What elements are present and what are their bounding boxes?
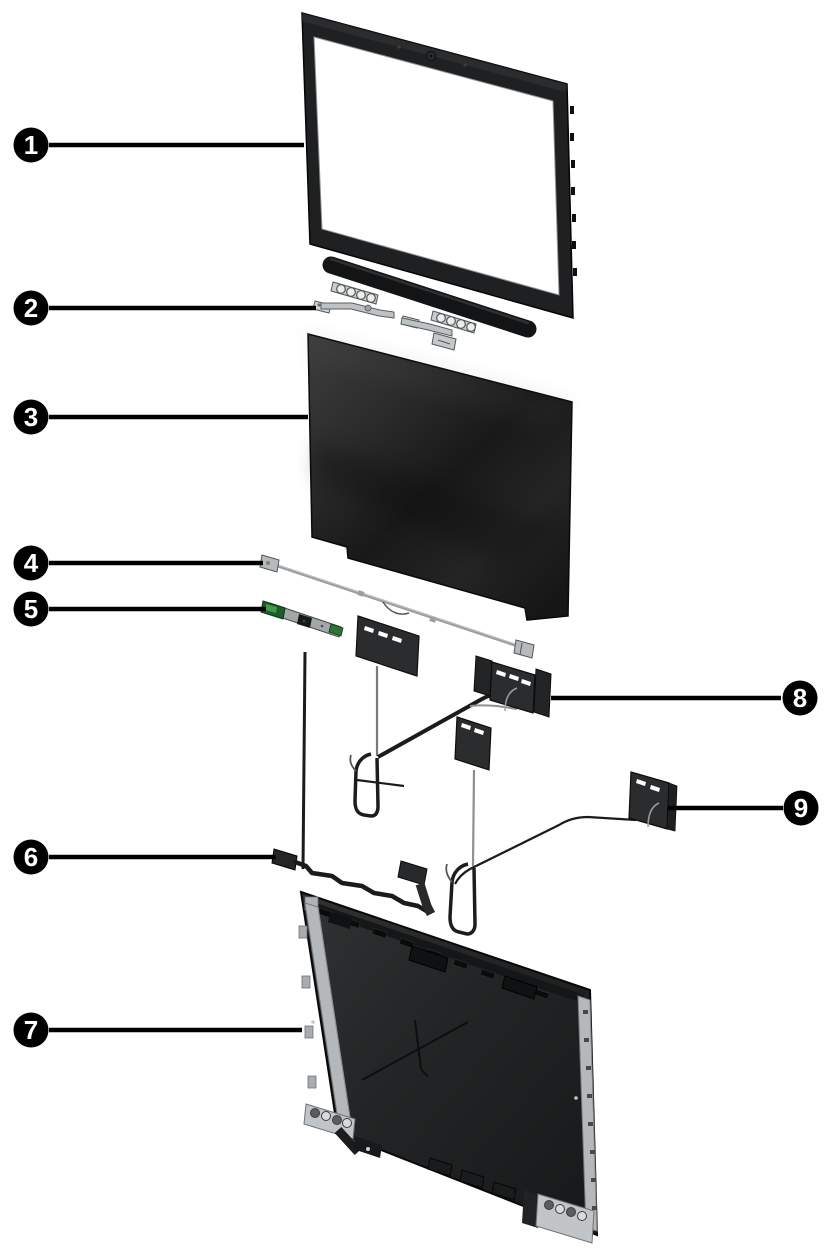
antenna-cable-loop-1 — [349, 752, 405, 818]
camera-cable-connector — [271, 848, 298, 871]
wireless-antenna-aux-part — [628, 771, 678, 832]
camera-cable-part — [271, 651, 436, 917]
callout-6: 6 — [13, 839, 276, 875]
callout-9: 9 — [668, 790, 819, 826]
callout-3-badge — [13, 399, 49, 435]
callout-9-number: 9 — [794, 793, 808, 823]
antenna-plate-middle — [454, 716, 492, 867]
cover-screw-dot-1 — [311, 1020, 315, 1024]
callout-8: 8 — [551, 680, 818, 716]
callout-5-number: 5 — [24, 594, 38, 624]
back-cover-part — [298, 890, 599, 1244]
hinge-kit-part — [312, 281, 477, 351]
callout-1: 1 — [13, 127, 304, 163]
callout-2: 2 — [13, 290, 316, 326]
microphone-hole-right — [463, 63, 467, 67]
bezel-screen-opening — [313, 36, 560, 296]
hinge-right — [400, 310, 477, 351]
cover-block-1 — [408, 945, 449, 973]
hinge-cover-bar — [322, 256, 537, 338]
cable-end-clip — [513, 639, 535, 659]
antenna-and-cable-parts — [271, 615, 678, 936]
cover-hinge-bracket-left — [303, 1103, 382, 1158]
callout-1-number: 1 — [24, 130, 38, 160]
cover-hinge-bracket-right — [522, 1190, 595, 1244]
hinge-cover-highlight — [329, 257, 530, 325]
callout-5: 5 — [13, 591, 266, 627]
callout-7-number: 7 — [24, 1015, 38, 1045]
panel-top-sheen — [308, 334, 572, 428]
callout-7-badge — [13, 1012, 49, 1048]
callout-9-badge — [783, 790, 819, 826]
display-panel-cable-part — [259, 554, 535, 659]
cover-crease-mark — [361, 1019, 469, 1081]
webcam-lens-dot — [429, 54, 433, 58]
cover-body — [299, 890, 599, 1237]
callout-1-badge — [13, 127, 49, 163]
cover-screw-dot-2 — [574, 1096, 578, 1100]
cover-right-rail-ticks — [583, 1010, 597, 1210]
callout-3-number: 3 — [24, 402, 38, 432]
callout-6-badge — [13, 839, 49, 875]
callout-6-number: 6 — [24, 842, 38, 872]
cover-block-3 — [328, 912, 352, 929]
callout-5-badge — [13, 591, 49, 627]
wireless-antenna-main-part — [473, 655, 552, 718]
display-panel-part — [307, 333, 573, 621]
panel-shadow-band — [312, 440, 555, 565]
antenna-plate-left — [355, 615, 420, 756]
bezel-edge-tabs — [570, 106, 577, 276]
callout-4-number: 4 — [24, 548, 39, 578]
cover-bottom-bosses — [427, 1157, 517, 1201]
callout-8-badge — [782, 680, 818, 716]
microphone-hole-left — [397, 45, 401, 49]
hinge-left — [312, 281, 395, 319]
antenna-cable-loop-2 — [445, 862, 477, 936]
callout-8-number: 8 — [793, 683, 807, 713]
callouts: 1 2 3 4 5 6 7 — [13, 127, 819, 1048]
callout-7: 7 — [13, 1012, 302, 1048]
camera-module-part — [260, 600, 344, 638]
callout-2-number: 2 — [24, 293, 38, 323]
callout-4-badge — [13, 545, 49, 581]
cover-right-rail — [577, 995, 598, 1232]
camera-pcb-right — [328, 623, 344, 637]
callout-2-badge — [13, 290, 49, 326]
callout-3: 3 — [13, 399, 308, 435]
cover-top-band — [308, 901, 584, 1003]
cover-left-rail-tabs — [298, 925, 317, 1089]
cable-pad — [397, 860, 428, 886]
cover-block-2 — [501, 975, 538, 1000]
display-bezel-part — [301, 12, 577, 338]
callout-4: 4 — [13, 545, 263, 581]
